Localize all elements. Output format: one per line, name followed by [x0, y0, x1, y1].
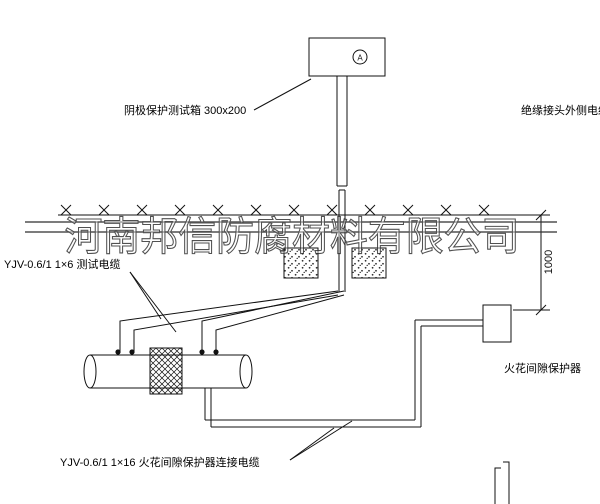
label-outer-cable: 绝缘接头外侧电缆 [521, 105, 600, 117]
label-test-box: 阴极保护测试箱 300x200 [124, 105, 247, 117]
dimension-line: 1000 [513, 209, 555, 316]
dimension-label: 1000 [543, 250, 555, 274]
cadweld-dot [199, 349, 205, 355]
test-cables [119, 290, 345, 352]
ammeter-label: A [357, 54, 363, 63]
riser-conduit [336, 76, 348, 292]
label-spark-gap: 火花间隙保护器 [504, 363, 581, 375]
watermark: 河南邦信防腐材料有限公司 [25, 213, 557, 260]
concrete-anchor-right [351, 247, 387, 279]
spark-gap-connection-cables [204, 319, 483, 428]
watermark-text: 河南邦信防腐材料有限公司 [65, 214, 520, 259]
cadweld-dot [213, 349, 219, 355]
spark-gap-protector-box [482, 304, 512, 343]
pipe-end-right [239, 354, 253, 389]
connection-cable-leader-lines [289, 420, 353, 461]
insulating-joint [149, 347, 183, 395]
label-test-cable: YJV-0.6/1 1×6 测试电缆 [4, 259, 121, 271]
concrete-anchor-left [283, 247, 319, 279]
label-connection-cable: YJV-0.6/1 1×16 火花间隙保护器连接电缆 [60, 457, 260, 469]
cadweld-dot [129, 349, 135, 355]
cadweld-dots [115, 349, 219, 355]
test-cable-leader-lines [129, 271, 177, 333]
ammeter-icon: A [352, 49, 368, 65]
pipe-break-icon [494, 461, 510, 504]
cadweld-dot [115, 349, 121, 355]
test-box-leader-line [253, 78, 312, 111]
test-box [308, 37, 386, 77]
pipe-end-left [83, 354, 97, 389]
